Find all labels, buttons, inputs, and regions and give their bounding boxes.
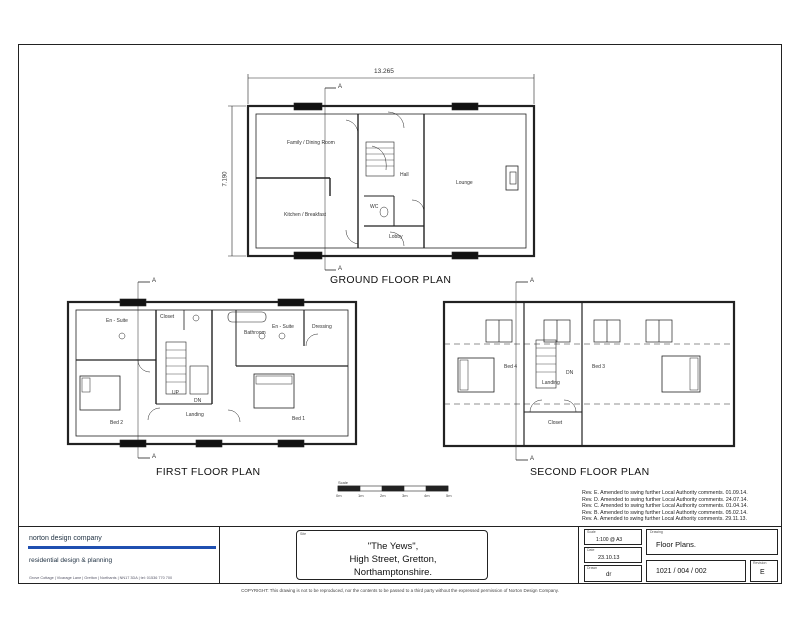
scale-tick: 1m (358, 493, 364, 498)
room-label-closet: Closet (160, 314, 175, 320)
revision-cell-value: E (760, 569, 765, 576)
drawing-title-label: Drawing (650, 530, 663, 534)
room-label-lobby: Lobby (389, 234, 403, 240)
company-panel (18, 526, 220, 584)
drawn-cell-label: Drawn (587, 566, 598, 570)
site-address-line-2: High Street, Gretton, (349, 554, 437, 565)
scale-tick: 5m (446, 493, 452, 498)
first-floor-plan-title: FIRST FLOOR PLAN (156, 466, 261, 478)
second-floor-plan-title: SECOND FLOOR PLAN (530, 466, 650, 478)
revision-item: Rev. C. Amended to swing further Local A… (582, 503, 748, 510)
scale-tick: 2m (380, 493, 386, 498)
scale-cell (584, 529, 642, 545)
company-address: Grove Cottage | Vicarage Lane | Gretton … (29, 576, 173, 580)
date-cell-value: 23.10.13 (598, 555, 620, 561)
title-block (18, 526, 782, 584)
drawn-cell (584, 565, 642, 582)
revision-list: Rev. E. Amended to swing further Local A… (582, 490, 748, 523)
dimension-width: 13.265 (374, 68, 394, 75)
scale-tick: 3m (402, 493, 408, 498)
scale-cell-value: 1:100 @ A3 (596, 537, 623, 543)
stair-label-dn: DN (194, 398, 202, 404)
section-mark: A (152, 278, 157, 284)
stair-label-up: UP (172, 390, 179, 396)
drawing-title-value: Floor Plans. (656, 540, 697, 549)
ground-floor-plan-title: GROUND FLOOR PLAN (330, 274, 452, 286)
revision-item: Rev. A. Amended to swing further Local A… (582, 516, 747, 523)
company-tagline: residential design & planning (29, 557, 113, 564)
room-label-lounge: Lounge (456, 180, 473, 186)
revision-item: Rev. E. Amended to swing further Local A… (582, 490, 748, 496)
dimension-height: 7.190 (222, 171, 229, 187)
room-label-ensuite-1: En - Suite (106, 318, 128, 324)
revision-cell (750, 560, 778, 582)
room-label-landing: Landing (542, 380, 560, 386)
revision-item: Rev. D. Amended to swing further Local A… (582, 496, 748, 503)
drawing-number-value: 1021 / 004 / 002 (656, 568, 707, 575)
revision-item: Rev. B. Amended to swing further Local A… (582, 509, 748, 516)
section-mark: A (530, 456, 535, 462)
section-mark: A (338, 266, 343, 272)
date-cell-label: Date (587, 548, 595, 552)
room-label-landing: Landing (186, 412, 204, 418)
room-label-closet: Closet (548, 420, 563, 426)
section-mark: A (338, 84, 343, 90)
room-label-bed-4: Bed 4 (504, 364, 518, 370)
room-label-bed-3: Bed 3 (592, 364, 606, 370)
revision-cell-label: Revision (753, 561, 767, 565)
site-address-line-3: Northamptonshire. (353, 567, 433, 578)
room-label-bed-2: Bed 2 (110, 420, 124, 426)
company-name: norton design company (29, 535, 102, 542)
room-label-wc: WC (370, 204, 379, 210)
scale-bar-label: Scale (338, 480, 349, 485)
room-label-family-dining: Family / Dining Room (287, 140, 335, 146)
scale-tick: 0m (336, 493, 342, 498)
room-label-hall: Hall (400, 172, 409, 178)
section-mark: A (530, 278, 535, 284)
room-label-ensuite-2: En - Suite (272, 324, 294, 330)
drawing-number-cell (646, 560, 746, 582)
site-label: Site (300, 532, 307, 536)
drawing-title-cell (646, 529, 778, 555)
room-label-bed-1: Bed 1 (292, 416, 306, 422)
site-address-box (296, 530, 488, 580)
section-mark: A (152, 454, 157, 460)
stair-label-dn: DN (566, 370, 574, 376)
site-address-line-1: "The Yews", (367, 541, 419, 552)
room-label-dressing: Dressing (312, 324, 332, 330)
scale-cell-label: Scale (587, 530, 596, 534)
drawing-info-panel (578, 526, 782, 584)
date-cell (584, 547, 642, 563)
scale-tick: 4m (424, 493, 430, 498)
room-label-bathroom: Bathroom (244, 330, 266, 336)
room-label-kitchen: Kitchen / Breakfast (284, 212, 326, 218)
copyright-note: COPYRIGHT: This drawing is not to be rep… (241, 588, 559, 593)
drawn-cell-value: dr (606, 572, 612, 578)
